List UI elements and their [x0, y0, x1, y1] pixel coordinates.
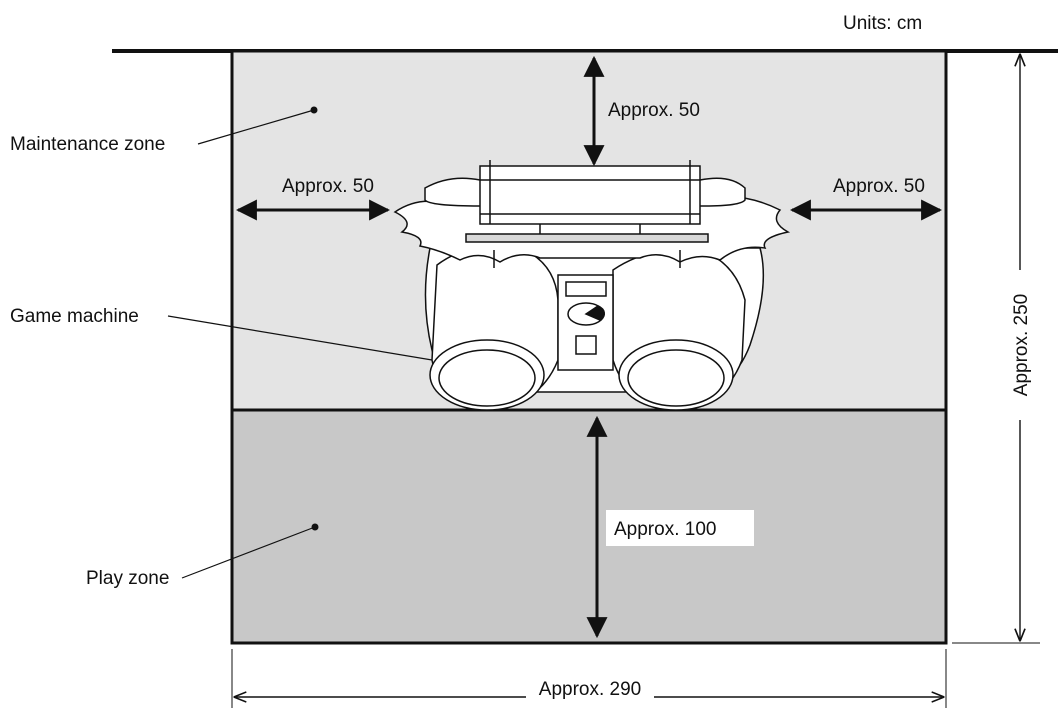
dim-left-label: Approx. 50 — [282, 176, 374, 197]
dim-right-label: Approx. 50 — [833, 176, 925, 197]
dim-width-label-bg — [526, 677, 654, 705]
play-zone-label: Play zone — [86, 568, 169, 589]
maintenance-zone-leader — [197, 109, 315, 145]
dim-front-label-bg — [606, 510, 754, 546]
maintenance-zone-dot — [310, 106, 318, 114]
units-label: Units: cm — [843, 13, 922, 34]
play-zone — [230, 408, 948, 645]
dim-depth-label-bg — [1005, 270, 1035, 420]
play-zone-leader — [181, 526, 316, 579]
dim-top-label: Approx. 50 — [608, 100, 700, 121]
maintenance-zone-label: Maintenance zone — [10, 134, 165, 155]
play-zone-dot — [311, 523, 319, 531]
game-machine-leader — [167, 315, 433, 361]
dim-depth-label: Approx. 250 — [1011, 294, 1032, 396]
dim-width-label: Approx. 290 — [539, 679, 641, 700]
game-machine — [393, 160, 791, 411]
game-machine-label: Game machine — [10, 306, 139, 327]
dim-front-label: Approx. 100 — [614, 519, 716, 540]
